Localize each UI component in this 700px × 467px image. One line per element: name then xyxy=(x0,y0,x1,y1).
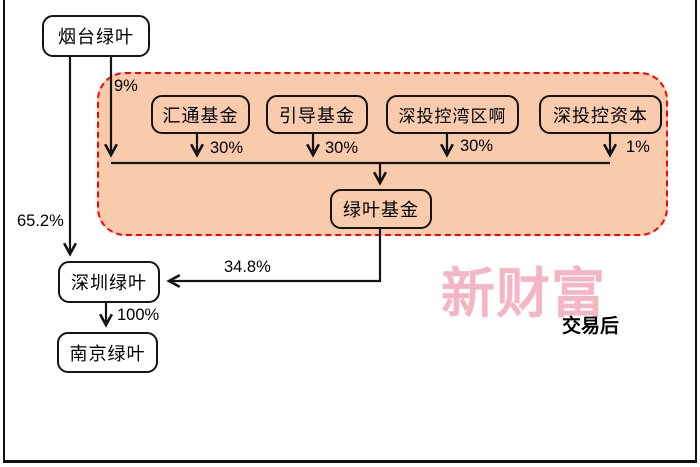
edge-label-9-pct: 9% xyxy=(114,77,138,95)
node-huitong-label: 汇通基金 xyxy=(162,105,239,126)
node-huitong-fund: 汇通基金 xyxy=(151,95,250,134)
edge-label-1-pct: 1% xyxy=(626,138,650,156)
watermark-text: 新财富 xyxy=(441,264,606,324)
node-shenzhen-label: 深圳绿叶 xyxy=(71,273,147,293)
node-yantai-luye: 烟台绿叶 xyxy=(42,15,150,57)
node-shentoukong-ziben: 深投控资本 xyxy=(539,95,662,134)
edge-label-34-8-pct: 34.8% xyxy=(224,258,271,276)
frame-left-border xyxy=(3,0,5,463)
edge-label-65-2-pct: 65.2% xyxy=(17,212,64,230)
node-nanjing-label: 南京绿叶 xyxy=(69,343,146,364)
edge-lvye-to-shenzhen xyxy=(166,229,382,289)
node-nanjing-luye: 南京绿叶 xyxy=(57,332,158,373)
node-lvye-fund: 绿叶基金 xyxy=(330,189,432,229)
node-yantai-label: 烟台绿叶 xyxy=(58,27,134,47)
frame-right-border xyxy=(695,0,697,463)
node-ziben-label: 深投控资本 xyxy=(553,105,648,126)
node-wanqu-label: 深投控湾区啊 xyxy=(398,107,507,126)
edge-label-30-pct-wanqu: 30% xyxy=(460,137,494,155)
node-shentoukong-wanqu: 深投控湾区啊 xyxy=(386,95,519,134)
edge-label-100-pct: 100% xyxy=(117,306,160,324)
frame-bottom-border xyxy=(3,460,697,463)
node-lvye-label: 绿叶基金 xyxy=(343,200,419,220)
node-shenzhen-luye: 深圳绿叶 xyxy=(58,261,160,303)
caption-after-transaction: 交易后 xyxy=(562,316,620,337)
node-yindao-label: 引导基金 xyxy=(279,105,355,126)
node-yindao-fund: 引导基金 xyxy=(266,95,368,134)
edge-label-30-pct-yindao: 30% xyxy=(325,139,359,157)
edge-label-30-pct-huitong: 30% xyxy=(210,139,244,157)
